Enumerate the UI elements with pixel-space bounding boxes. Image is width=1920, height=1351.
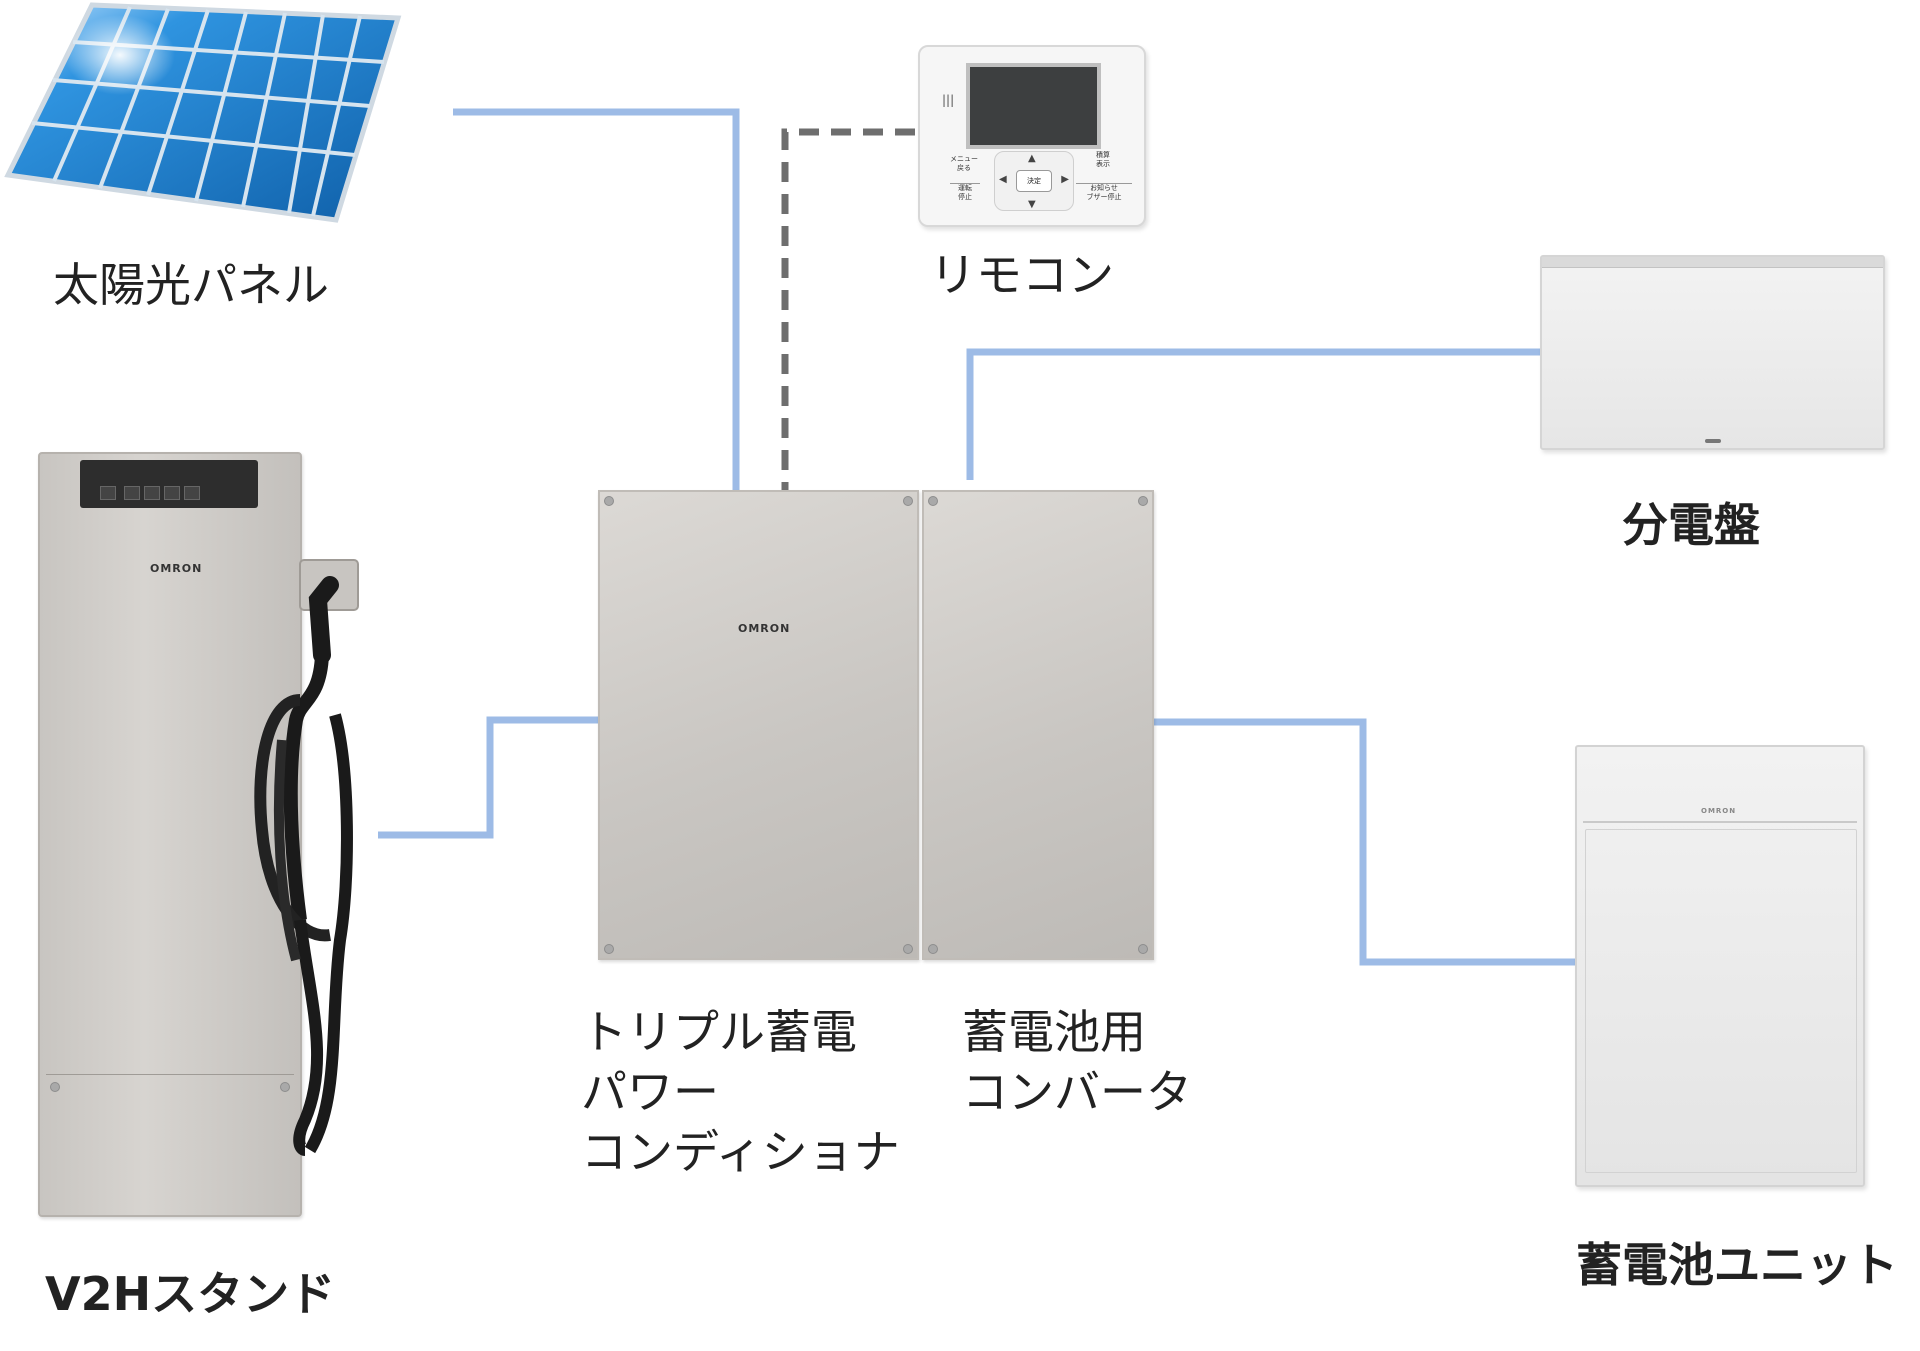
remote-signal-line xyxy=(781,128,915,493)
battery-unit-top-panel xyxy=(1583,755,1857,823)
v2h-to-conditioner-line xyxy=(378,716,598,839)
v2h-button[interactable] xyxy=(164,486,180,500)
v2h-button[interactable] xyxy=(124,486,140,500)
v2h-button[interactable] xyxy=(184,486,200,500)
battery-unit-front-panel xyxy=(1585,829,1857,1173)
remote-menu-button[interactable]: メニュー戻る xyxy=(950,155,978,172)
screw-icon xyxy=(604,944,614,954)
remote-notice-button[interactable]: お知らせブザー停止 xyxy=(1076,183,1132,206)
v2h-stand-label: V2Hスタンド xyxy=(45,1267,336,1321)
remote-vent-icon: ||| xyxy=(942,93,955,107)
screw-icon xyxy=(280,1082,290,1092)
distribution-board-latch xyxy=(1705,439,1721,443)
screw-icon xyxy=(928,496,938,506)
distribution-board xyxy=(1540,255,1885,450)
power-conditioner-label-line-2: パワー xyxy=(581,1065,719,1119)
converter-to-battery-line xyxy=(1154,718,1575,966)
remote-dpad[interactable]: ▲ ▼ ◀ ▶ 決定 xyxy=(994,151,1074,211)
battery-converter-label: 蓄電池用 コンバータ xyxy=(962,1002,1192,1122)
battery-unit: OMRON xyxy=(1575,745,1865,1187)
screw-icon xyxy=(1138,944,1148,954)
screw-icon xyxy=(50,1082,60,1092)
remote-ok-button[interactable]: 決定 xyxy=(1016,170,1052,192)
omron-logo: OMRON xyxy=(1701,807,1737,815)
battery-converter xyxy=(922,490,1154,960)
omron-logo: OMRON xyxy=(738,622,791,635)
distribution-board-top-edge xyxy=(1542,257,1883,268)
screw-icon xyxy=(604,496,614,506)
v2h-button[interactable] xyxy=(100,486,116,500)
v2h-control-panel xyxy=(80,460,258,508)
remote-controller: ||| メニュー戻る 運転停止 ▲ ▼ ◀ ▶ 決定 積算表示 お知らせブザー停… xyxy=(918,45,1146,227)
battery-unit-label: 蓄電池ユニット xyxy=(1576,1238,1898,1292)
remote-screen xyxy=(966,63,1101,149)
v2h-button[interactable] xyxy=(144,486,160,500)
remote-run-button[interactable]: 運転停止 xyxy=(950,183,980,206)
screw-icon xyxy=(928,944,938,954)
solar-to-conditioner-line xyxy=(453,108,740,493)
remote-total-button[interactable]: 積算表示 xyxy=(1096,151,1110,168)
distribution-board-label: 分電盤 xyxy=(1622,498,1760,552)
battery-converter-label-line-1: 蓄電池用 xyxy=(962,1005,1146,1059)
distribution-board-line xyxy=(966,348,1540,480)
screw-icon xyxy=(903,944,913,954)
screw-icon xyxy=(1138,496,1148,506)
remote-label: リモコン xyxy=(930,248,1114,302)
power-conditioner-label-line-1: トリプル蓄電 xyxy=(581,1005,857,1059)
screw-icon xyxy=(903,496,913,506)
solar-panel-label: 太陽光パネル xyxy=(53,258,329,312)
v2h-lower-panel-seam xyxy=(46,1074,294,1075)
power-conditioner: OMRON xyxy=(598,490,919,960)
dpad-up-icon[interactable]: ▲ xyxy=(1028,153,1036,164)
power-conditioner-label: トリプル蓄電 パワー コンディショナ xyxy=(581,1002,900,1182)
dpad-left-icon[interactable]: ◀ xyxy=(999,174,1007,185)
dpad-down-icon[interactable]: ▼ xyxy=(1028,199,1036,210)
battery-converter-label-line-2: コンバータ xyxy=(962,1065,1192,1119)
dpad-right-icon[interactable]: ▶ xyxy=(1061,174,1069,185)
power-conditioner-label-line-3: コンディショナ xyxy=(581,1125,900,1179)
omron-logo: OMRON xyxy=(150,562,203,575)
